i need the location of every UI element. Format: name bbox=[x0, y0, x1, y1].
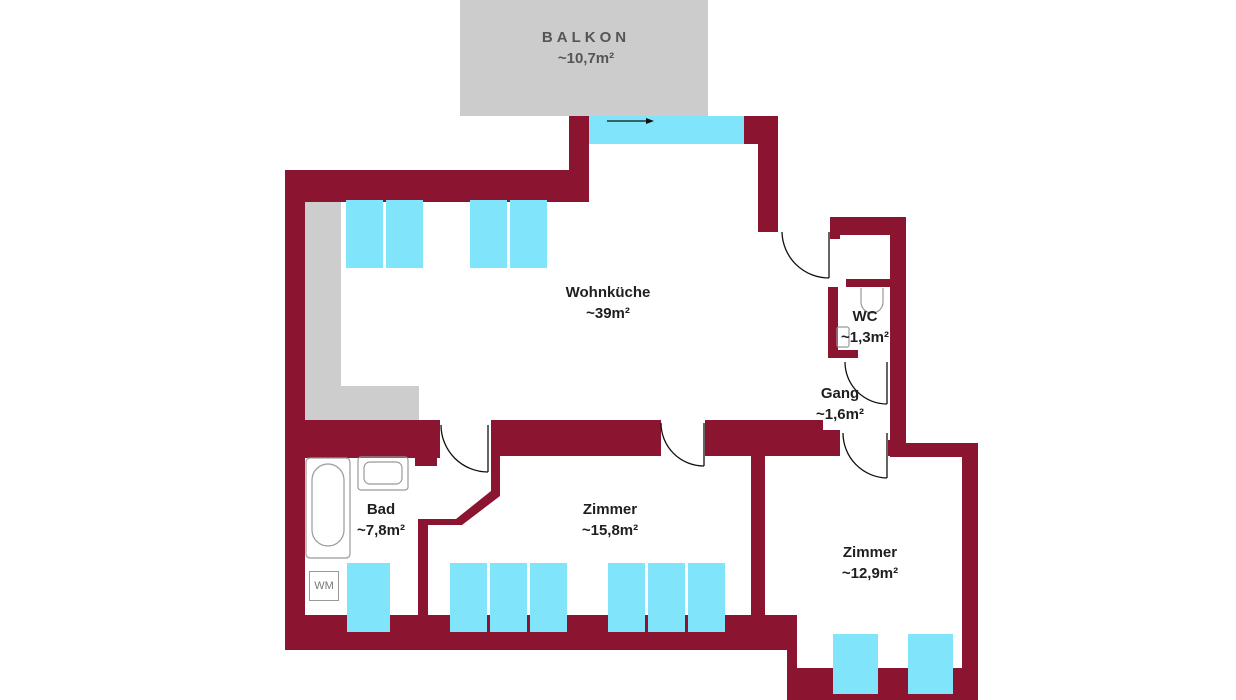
room-label-gang: Gang ~1,6m² bbox=[816, 383, 864, 425]
room-name: Bad bbox=[366, 501, 396, 518]
kitchen-counter bbox=[305, 202, 419, 420]
room-label-zimmer-1: Zimmer ~15,8m² bbox=[582, 499, 638, 541]
balcony-door-arrow bbox=[607, 118, 654, 124]
room-name: Zimmer bbox=[842, 544, 898, 561]
room-name: Gang bbox=[820, 385, 860, 402]
room-area: ~10,7m² bbox=[557, 50, 615, 67]
room-area: ~39m² bbox=[586, 305, 630, 322]
door-swings bbox=[440, 231, 888, 479]
room-label-wohnkueche: Wohnküche ~39m² bbox=[566, 282, 651, 324]
room-name: WC bbox=[852, 308, 878, 325]
room-area: ~1,3m² bbox=[841, 329, 889, 346]
room-area: ~1,6m² bbox=[816, 406, 864, 423]
room-label-balkon: BALKON ~10,7m² bbox=[542, 27, 630, 69]
sink bbox=[357, 456, 409, 491]
balcony-area bbox=[460, 0, 708, 116]
room-area: ~15,8m² bbox=[581, 522, 639, 539]
room-area: ~12,9m² bbox=[841, 565, 899, 582]
room-label-wc: WC ~1,3m² bbox=[841, 306, 889, 348]
room-label-bad: Bad ~7,8m² bbox=[357, 499, 405, 541]
room-area: ~7,8m² bbox=[357, 522, 405, 539]
room-name: Zimmer bbox=[582, 501, 638, 518]
room-label-zimmer-2: Zimmer ~12,9m² bbox=[842, 542, 898, 584]
room-name: BALKON bbox=[541, 29, 631, 46]
room-name: Wohnküche bbox=[565, 284, 651, 301]
windows bbox=[346, 116, 953, 694]
bathtub bbox=[305, 457, 351, 559]
washing-machine-icon: WM bbox=[309, 571, 339, 601]
toilet bbox=[836, 288, 884, 348]
